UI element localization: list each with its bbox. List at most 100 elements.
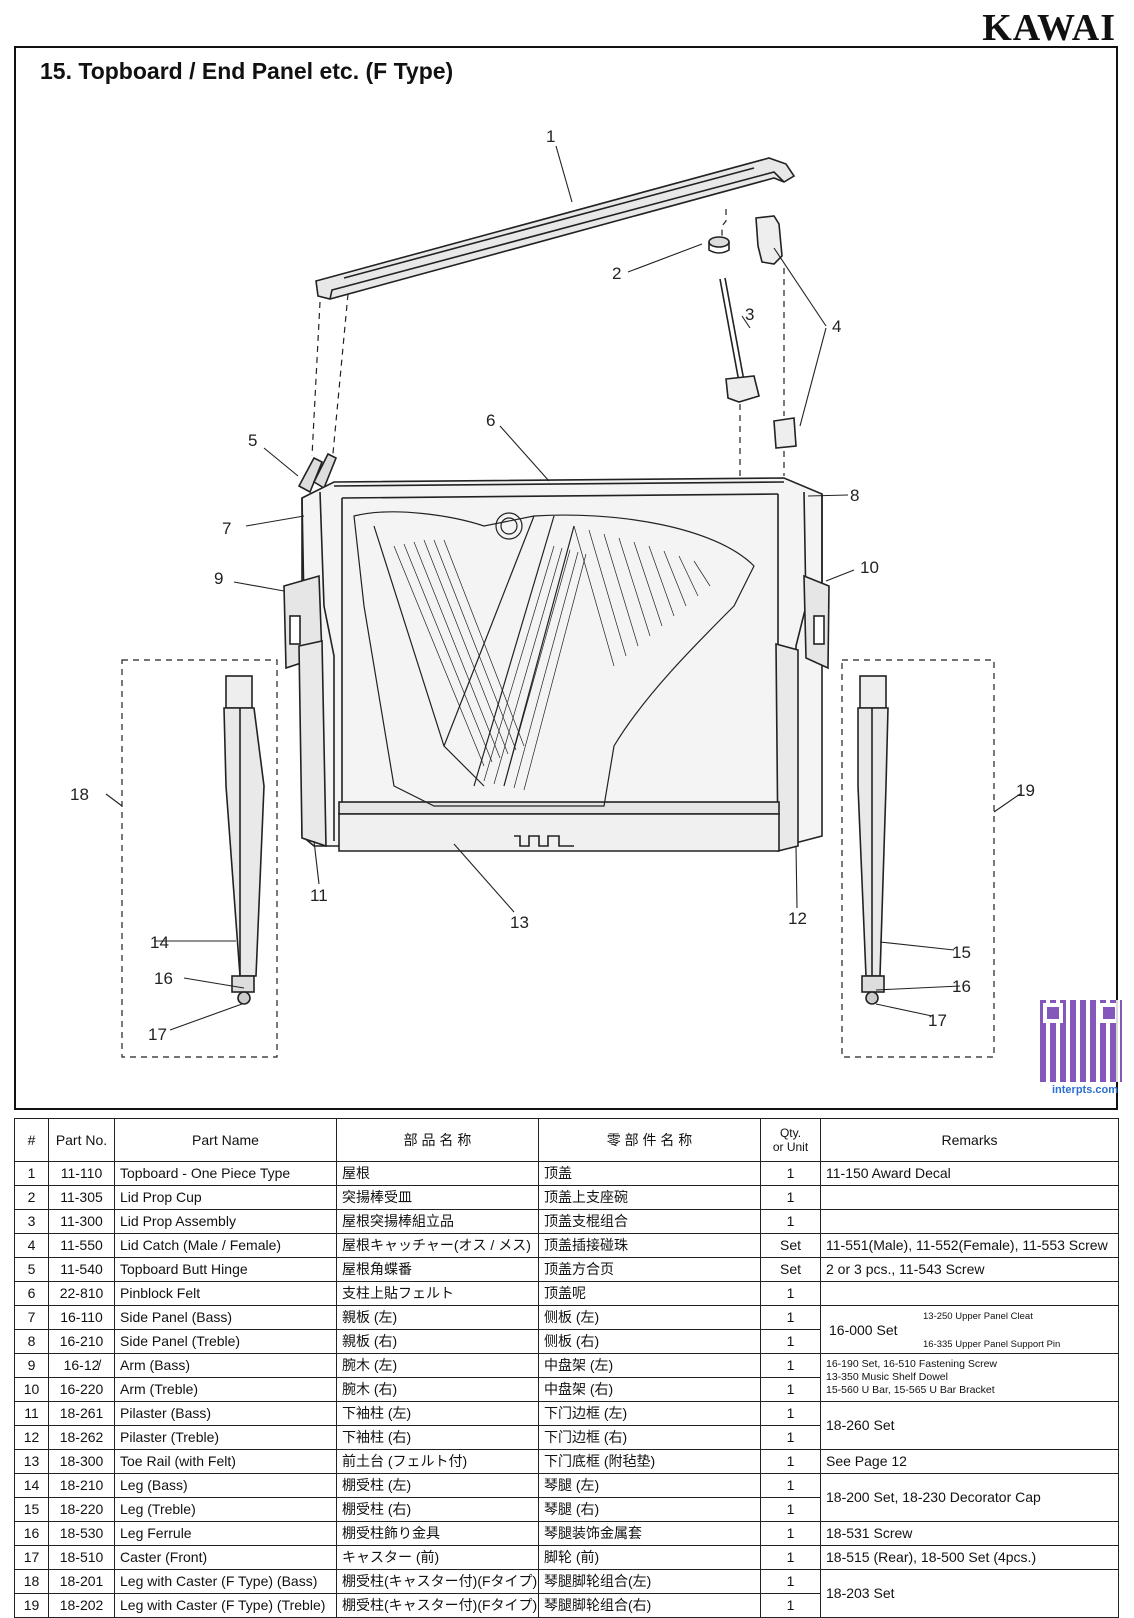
cn-name: 顶盖方合页 [538, 1257, 761, 1282]
row-index: 18 [14, 1569, 49, 1594]
table-row: 15 18-220 Leg (Treble) 棚受柱 (右) 琴腿 (右) 1 [14, 1497, 1119, 1522]
cn-name: 琴腿脚轮组合(右) [538, 1593, 761, 1618]
row-index: 9 [14, 1353, 49, 1378]
callout-15: 15 [952, 943, 971, 962]
table-header-row: # Part No. Part Name 部 品 名 称 零 部 件 名 称 Q… [14, 1118, 1119, 1162]
callout-19: 19 [1016, 781, 1035, 800]
cn-name: 下门边框 (右) [538, 1425, 761, 1450]
row-index: 5 [14, 1257, 49, 1282]
cn-name: 琴腿 (左) [538, 1473, 761, 1498]
part-no: 16-12̸ [48, 1353, 115, 1378]
part-name: Lid Prop Cup [114, 1185, 337, 1210]
part-name: Side Panel (Bass) [114, 1305, 337, 1330]
toe-rail-part [338, 801, 780, 852]
table-row: 14 18-210 Leg (Bass) 棚受柱 (左) 琴腿 (左) 1 18… [14, 1473, 1119, 1522]
callout-10: 10 [860, 558, 879, 577]
part-name: Topboard - One Piece Type [114, 1161, 337, 1186]
table-row: 16 18-530 Leg Ferrule 棚受柱飾り金具 琴腿装饰金属套 1 … [14, 1521, 1119, 1546]
lid-prop-part [719, 277, 760, 403]
table-row: 5 11-540 Topboard Butt Hinge 屋根角蝶番 顶盖方合页… [14, 1257, 1119, 1282]
cn-name: 中盘架 (左) [538, 1353, 761, 1378]
part-name: Leg (Bass) [114, 1473, 337, 1498]
jp-name: 棚受柱(キャスター付)(Fタイプ)(右) [336, 1593, 539, 1618]
part-no: 18-201 [48, 1569, 115, 1594]
table-row: 4 11-550 Lid Catch (Male / Female) 屋根キャッ… [14, 1233, 1119, 1258]
brand-logo: KAWAI [982, 7, 1116, 49]
row-index: 4 [14, 1233, 49, 1258]
remarks-sub: 16-335 Upper Panel Support Pin [923, 1339, 1061, 1350]
qty: Set [760, 1257, 821, 1282]
row-index: 13 [14, 1449, 49, 1474]
part-name: Topboard Butt Hinge [114, 1257, 337, 1282]
qty: 1 [760, 1281, 821, 1306]
remarks-line: 16-190 Set, 16-510 Fastening Screw [826, 1358, 998, 1370]
remarks-merged: 18-200 Set, 18-230 Decorator Cap [820, 1473, 1119, 1522]
part-name: Lid Catch (Male / Female) [114, 1233, 337, 1258]
part-name: Side Panel (Treble) [114, 1329, 337, 1354]
cn-name: 下门底框 (附毡垫) [538, 1449, 761, 1474]
cn-name: 琴腿 (右) [538, 1497, 761, 1522]
cn-name: 侧板 (左) [538, 1305, 761, 1330]
qty: 1 [760, 1425, 821, 1450]
row-index: 17 [14, 1545, 49, 1570]
page-title: 15. Topboard / End Panel etc. (F Type) [40, 58, 454, 84]
callout-9: 9 [214, 569, 223, 588]
header-index: # [14, 1118, 49, 1162]
callout-1: 1 [546, 127, 555, 146]
qr-code-image [1040, 1000, 1122, 1082]
row-index: 14 [14, 1473, 49, 1498]
remarks-merged: 16-190 Set, 16-510 Fastening Screw 13-35… [820, 1353, 1119, 1402]
callout-12: 12 [788, 909, 807, 928]
table-row: 12 18-262 Pilaster (Treble) 下袖柱 (右) 下门边框… [14, 1425, 1119, 1450]
callout-13: 13 [510, 913, 529, 932]
table-row: 18 18-201 Leg with Caster (F Type) (Bass… [14, 1569, 1119, 1618]
part-no: 11-110 [48, 1161, 115, 1186]
row-index: 12 [14, 1425, 49, 1450]
jp-name: 棚受柱 (左) [336, 1473, 539, 1498]
part-no: 18-300 [48, 1449, 115, 1474]
leg-treble-part [857, 675, 889, 1005]
header-qty-line2: or Unit [772, 1140, 809, 1154]
jp-name: 棚受柱飾り金具 [336, 1521, 539, 1546]
callout-16: 16 [154, 969, 173, 988]
callout-2: 2 [612, 264, 621, 283]
qty: 1 [760, 1401, 821, 1426]
jp-name: 下袖柱 (右) [336, 1425, 539, 1450]
remarks-set: 16-000 Set [829, 1322, 898, 1338]
qty: 1 [760, 1593, 821, 1618]
qty: Set [760, 1233, 821, 1258]
table-row: 9 16-12̸ Arm (Bass) 腕木 (左) 中盘架 (左) 1 16-… [14, 1353, 1119, 1402]
part-no: 18-202 [48, 1593, 115, 1618]
diagram-frame [14, 46, 1118, 1110]
header-qty: Qty. or Unit [760, 1118, 821, 1162]
cn-name: 脚轮 (前) [538, 1545, 761, 1570]
watermark-text: interpts.com [1051, 1084, 1118, 1096]
qty: 1 [760, 1569, 821, 1594]
row-index: 15 [14, 1497, 49, 1522]
part-no: 18-510 [48, 1545, 115, 1570]
callout-17: 17 [148, 1025, 167, 1044]
remarks [820, 1281, 1119, 1306]
table-row: 13 18-300 Toe Rail (with Felt) 前土台 (フェルト… [14, 1449, 1119, 1474]
qty: 1 [760, 1329, 821, 1354]
remarks: 18-531 Screw [820, 1521, 1119, 1546]
cn-name: 顶盖插接碰珠 [538, 1233, 761, 1258]
row-index: 7 [14, 1305, 49, 1330]
part-name: Lid Prop Assembly [114, 1209, 337, 1234]
cn-name: 顶盖呢 [538, 1281, 761, 1306]
lid-prop-cup-part [708, 236, 730, 254]
qty: 1 [760, 1473, 821, 1498]
header-jp-name: 部 品 名 称 [336, 1118, 539, 1162]
callout-16-right: 16 [952, 977, 971, 996]
callout-18: 18 [70, 785, 89, 804]
row-index: 8 [14, 1329, 49, 1354]
row-index: 11 [14, 1401, 49, 1426]
lid-catch-male-part [755, 215, 783, 265]
cn-name: 顶盖上支座碗 [538, 1185, 761, 1210]
cn-name: 中盘架 (右) [538, 1377, 761, 1402]
topboard-hinge-part [297, 452, 338, 494]
remarks [820, 1209, 1119, 1234]
pilaster-bass-part [298, 640, 327, 848]
row-index: 10 [14, 1377, 49, 1402]
part-no: 11-550 [48, 1233, 115, 1258]
